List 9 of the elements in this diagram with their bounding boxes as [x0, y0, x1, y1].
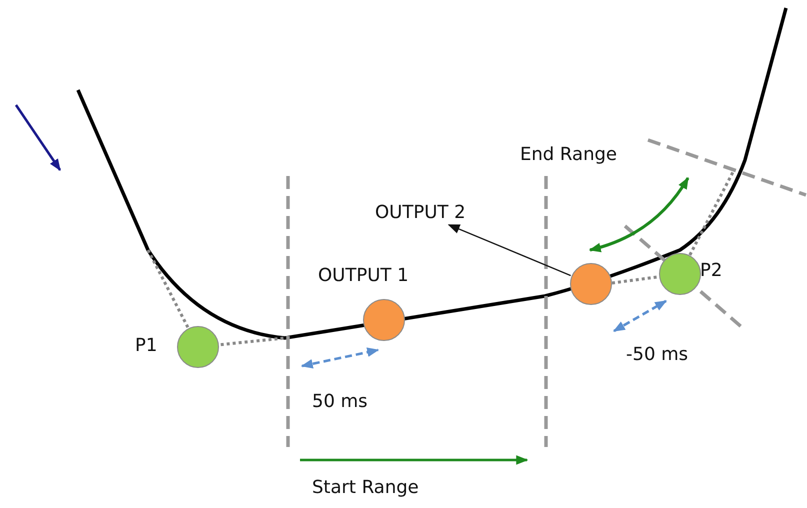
point-label: P2	[700, 261, 722, 281]
duration-label: -50 ms	[626, 345, 688, 365]
range-label: End Range	[520, 145, 617, 165]
leader-arrow	[448, 224, 571, 276]
range-label: Start Range	[312, 478, 419, 498]
output-label: OUTPUT 2	[375, 203, 466, 223]
duration-label: 50 ms	[312, 392, 368, 412]
point-label: OUTPUT 1	[318, 266, 409, 286]
point-label: P1	[135, 336, 158, 356]
